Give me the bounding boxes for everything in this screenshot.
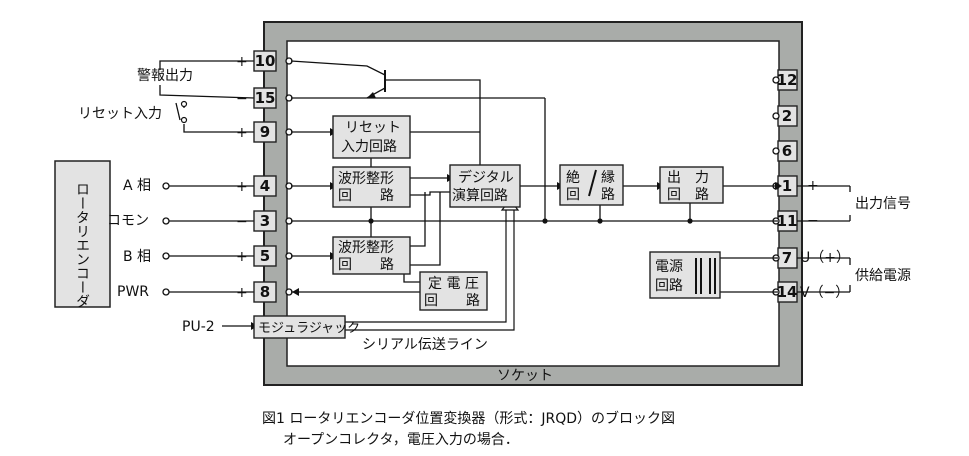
- reset-circuit-block: [332, 115, 411, 159]
- left-terminal-4: [253, 175, 277, 197]
- constant-voltage-block: [419, 271, 488, 311]
- left-terminal-number: 3: [260, 212, 270, 230]
- left-terminal-5: [253, 245, 277, 267]
- b-phase-terminal-dot: [162, 252, 170, 260]
- waveform2-line2: 回 路: [338, 257, 394, 273]
- power-circuit-block: [649, 251, 721, 299]
- right-terminal-number: 12: [777, 71, 798, 89]
- pu2-label: PU-2: [182, 319, 215, 335]
- digital-line2: 演算回路: [452, 188, 508, 204]
- output-minus-label: −: [807, 213, 819, 229]
- encoder-label: ロータリエンコーダ: [74, 182, 90, 308]
- common-terminal-dot: [162, 217, 170, 225]
- rotary-encoder-box: [54, 160, 111, 308]
- isolation-char4: 路: [601, 187, 615, 203]
- reset-circuit-line1: リセット: [345, 120, 401, 136]
- common-label: コモン: [107, 213, 149, 229]
- alarm-output-label: 警報出力: [137, 68, 193, 84]
- supply-label: 供給電源: [855, 268, 911, 284]
- left-terminal-sign: +: [236, 285, 248, 301]
- left-terminal-number: 5: [260, 247, 270, 265]
- left-terminal-number: 15: [255, 89, 276, 107]
- left-terminal-3: [253, 210, 277, 232]
- left-terminal-sign: +: [236, 179, 248, 195]
- output-plus-label: +: [807, 178, 819, 194]
- digital-line1: デジタル: [458, 169, 514, 186]
- left-terminal-number: 8: [260, 283, 270, 301]
- caption-line1: 図1 ロータリエンコーダ位置変換器（形式：JRQD）のブロック図: [262, 411, 676, 427]
- left-terminal-sign: +: [236, 54, 248, 70]
- left-terminal-sign: −: [236, 91, 248, 107]
- reset-input-label: リセット入力: [78, 106, 162, 122]
- left-terminal-number: 4: [260, 177, 270, 195]
- right-terminal-number: 7: [782, 249, 792, 267]
- right-terminal-number: 14: [777, 283, 798, 301]
- digital-arithmetic-block: [449, 164, 521, 208]
- waveform-shaper-2-block: [332, 236, 411, 275]
- right-terminal-number: 1: [782, 177, 792, 195]
- left-terminal-number: 9: [260, 123, 270, 141]
- waveform1-line2: 回 路: [338, 188, 394, 204]
- power-line2: 回路: [655, 278, 683, 294]
- a-phase-label: A 相: [123, 178, 151, 194]
- modular-jack-block: [253, 315, 346, 339]
- waveform2-line1: 波形整形: [338, 240, 394, 256]
- isolation-char1: 絶: [566, 170, 580, 186]
- a-phase-terminal-dot: [162, 182, 170, 190]
- pwr-label: PWR: [117, 284, 149, 300]
- b-phase-label: B 相: [123, 249, 151, 265]
- const-voltage-line2: 回 路: [424, 293, 480, 309]
- output-line1: 出 力: [667, 170, 709, 186]
- right-terminal-number: 11: [777, 212, 798, 230]
- left-terminal-sign: +: [236, 249, 248, 265]
- output-signal-label: 出力信号: [855, 196, 911, 212]
- power-line1: 電源: [655, 259, 683, 275]
- output-line2: 回 路: [667, 187, 709, 203]
- left-terminal-number: 10: [255, 52, 276, 70]
- output-circuit-block: [659, 166, 724, 204]
- supply-v-label: V（−）: [800, 285, 849, 301]
- supply-u-label: U（+）: [800, 250, 850, 266]
- left-terminal-sign: +: [236, 125, 248, 141]
- left-terminal-15: [253, 87, 277, 109]
- modular-jack-label: モジュラジャック: [258, 321, 360, 336]
- const-voltage-line1: 定 電 圧: [428, 276, 479, 292]
- caption-line2: オープンコレクタ，電圧入力の場合．: [283, 432, 519, 448]
- left-terminal-8: [253, 281, 277, 303]
- right-terminal-number: 2: [782, 107, 792, 125]
- waveform1-line1: 波形整形: [338, 171, 394, 187]
- left-terminal-10: [253, 50, 277, 72]
- reset-circuit-line2: 入力回路: [341, 139, 397, 155]
- left-terminal-sign: −: [236, 214, 248, 230]
- isolation-char3: 縁: [601, 170, 615, 186]
- right-terminal-number: 6: [782, 142, 792, 160]
- left-terminal-9: [253, 121, 277, 143]
- socket-label: ソケット: [497, 368, 553, 384]
- serial-line-label: シリアル伝送ライン: [362, 337, 488, 353]
- waveform-shaper-1-block: [332, 166, 411, 208]
- pwr-terminal-dot: [162, 288, 170, 296]
- isolation-char2: 回: [566, 187, 580, 203]
